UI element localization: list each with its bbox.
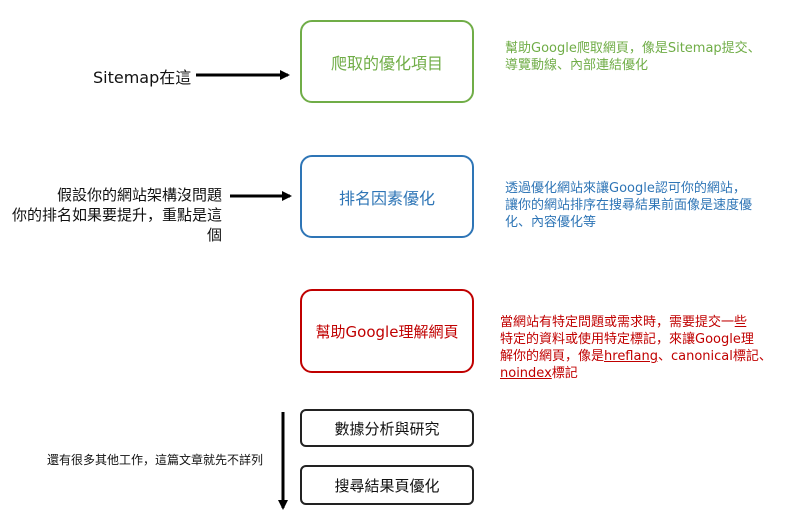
help-note-line4: noindex標記 [500, 365, 795, 382]
crawl-optimization-box: 爬取的優化項目 [300, 20, 474, 103]
crawl-note-line2: 導覽動線、內部連結優化 [505, 58, 649, 73]
other-work-label: 還有很多其他工作，這篇文章就先不詳列 [47, 453, 264, 467]
crawl-optimization-title: 爬取的優化項目 [330, 53, 443, 73]
serp-optimization-box: 搜尋結果頁優化 [300, 465, 474, 505]
help-note-line3-middle: 、canonical標記、 [657, 349, 772, 364]
help-note-line3-prefix: 解你的網頁，像是 [500, 349, 605, 364]
ranking-label-line1: 假設你的網站架構沒問題 [56, 186, 222, 204]
data-analysis-title: 數據分析與研究 [334, 419, 440, 438]
help-google-title: 幫助Google理解網頁 [315, 322, 459, 341]
help-note-line4-suffix: 標記 [551, 366, 578, 381]
ranking-optimization-title: 排名因素優化 [338, 188, 435, 208]
ranking-note-line3: 化、內容優化等 [505, 215, 597, 230]
help-google-box: 幫助Google理解網頁 [300, 289, 474, 373]
ranking-note-line2: 讓你的網站排序在搜尋結果前面像是速度優 [505, 198, 753, 213]
data-analysis-box: 數據分析與研究 [300, 409, 474, 447]
ranking-note-line1: 透過優化網站來讓Google認可你的網站， [505, 181, 746, 196]
ranking-label: 假設你的網站架構沒問題 你的排名如果要提升，重點是這個 [0, 185, 222, 245]
help-note-line1: 當網站有特定問題或需求時，需要提交一些 [500, 315, 748, 330]
noindex-link[interactable]: noindex [500, 366, 552, 381]
help-note-line3: 解你的網頁，像是hreflang、canonical標記、 [500, 348, 795, 365]
help-note: 當網站有特定問題或需求時，需要提交一些 特定的資料或使用特定標記，來讓Googl… [500, 314, 795, 382]
crawl-note: 幫助Google爬取網頁，像是Sitemap提交、 導覽動線、內部連結優化 [505, 40, 761, 74]
hreflang-link[interactable]: hreflang [604, 349, 658, 364]
crawl-note-line1: 幫助Google爬取網頁，像是Sitemap提交、 [505, 41, 761, 56]
ranking-label-line2: 你的排名如果要提升，重點是這個 [11, 206, 222, 244]
help-note-line2: 特定的資料或使用特定標記，來讓Google理 [500, 332, 754, 347]
serp-optimization-title: 搜尋結果頁優化 [334, 476, 440, 495]
sitemap-label: Sitemap在這 [93, 68, 192, 87]
ranking-note: 透過優化網站來讓Google認可你的網站， 讓你的網站排序在搜尋結果前面像是速度… [505, 180, 752, 231]
ranking-optimization-box: 排名因素優化 [300, 155, 474, 238]
